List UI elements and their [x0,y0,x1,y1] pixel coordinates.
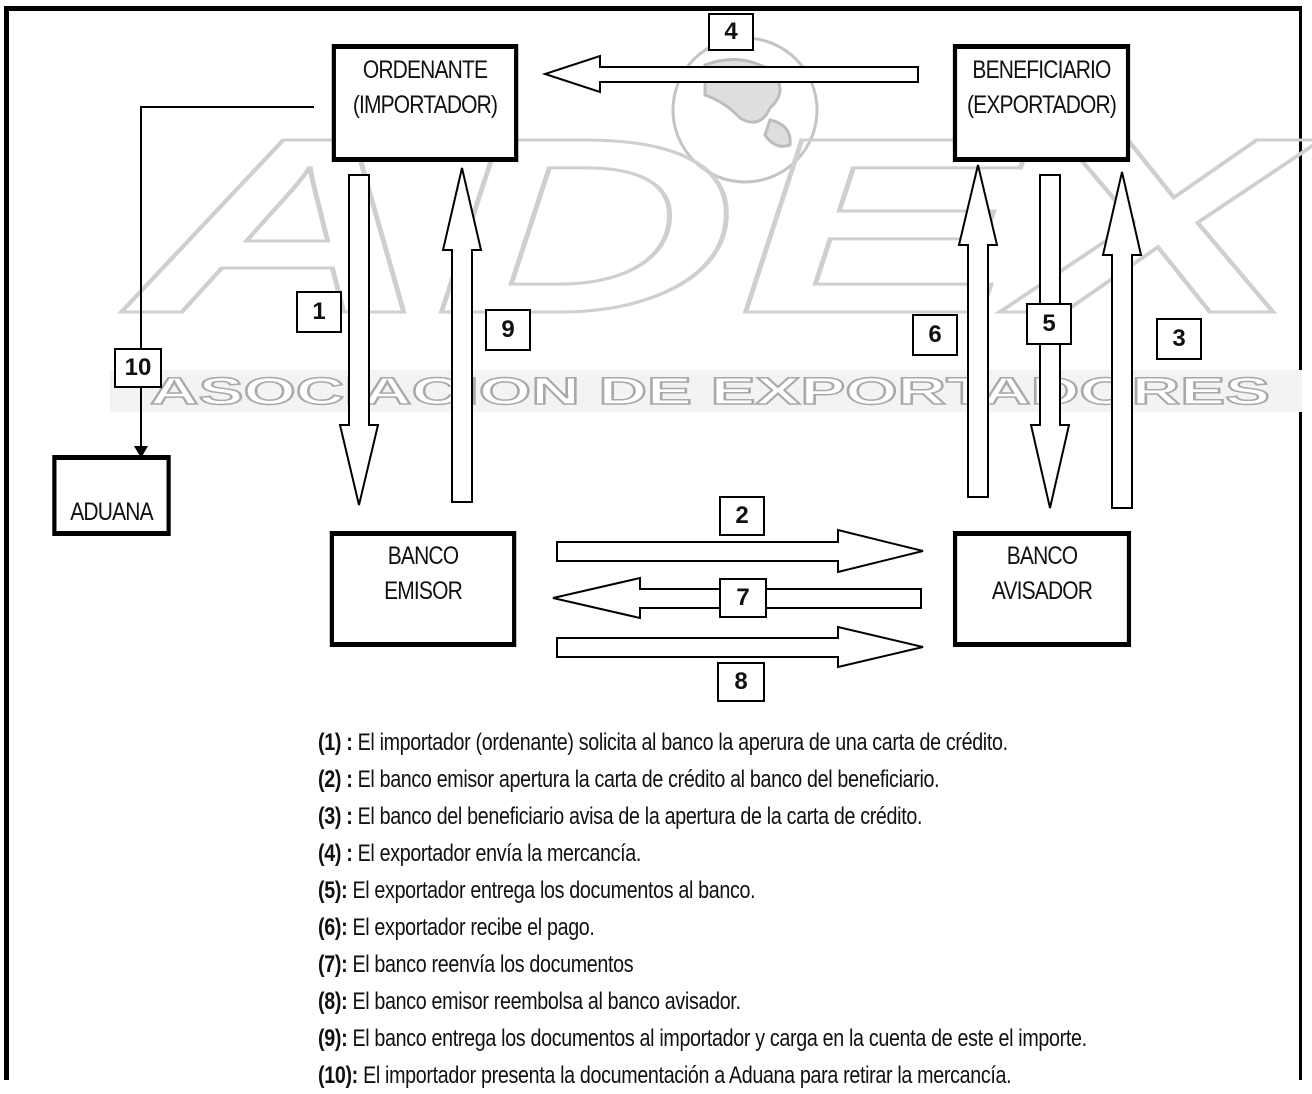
node-banco-avisador: BANCO AVISADOR [952,531,1132,647]
node-ordenante-line1: ORDENANTE [362,56,488,84]
legend-item: (7): El banco reenvía los documentos [318,951,634,978]
step-number-9: 9 [485,309,531,351]
legend-item: (4) : El exportador envía la mercancía. [318,840,642,867]
node-banco-avisador-line2: AVISADOR [991,577,1093,605]
node-aduana: ADUANA [52,455,171,536]
arrow-step-2 [556,528,924,574]
node-banco-emisor: BANCO EMISOR [329,531,517,647]
legend-item: (3) : El banco del beneficiario avisa de… [318,803,923,830]
step-number-4: 4 [708,13,754,51]
step-number-1: 1 [296,291,342,333]
node-ordenante: ORDENANTE (IMPORTADOR) [331,44,519,162]
arrow-step-1 [338,174,380,506]
node-beneficiario: BENEFICIARIO (EXPORTADOR) [952,44,1131,162]
node-banco-emisor-line2: EMISOR [384,577,463,605]
step-number-2: 2 [719,496,765,536]
watermark-tagline: ASOCIACION DE EXPORTADORES [150,371,1270,413]
node-aduana-label: ADUANA [70,498,153,526]
legend-item: (9): El banco entrega los documentos al … [318,1025,1087,1052]
node-beneficiario-line1: BENEFICIARIO [972,56,1111,84]
node-banco-emisor-line1: BANCO [387,542,459,570]
arrow-step-10 [140,106,314,448]
legend-item: (10): El importador presenta la document… [318,1062,1012,1089]
step-number-8: 8 [717,662,765,702]
legend-item: (1) : El importador (ordenante) solicita… [318,729,1008,756]
step-number-3: 3 [1156,318,1202,360]
step-number-5: 5 [1026,303,1072,345]
step-number-7: 7 [719,578,767,618]
arrow-step-9 [441,167,483,503]
arrow-step-4 [541,54,919,94]
node-beneficiario-line2: (EXPORTADOR) [967,91,1117,119]
arrow-step-8 [556,625,924,669]
step-number-6: 6 [912,314,958,356]
legend-item: (2) : El banco emisor apertura la carta … [318,766,940,793]
arrow-step-10-head [134,446,148,458]
legend-list: (1) : El importador (ordenante) solicita… [318,724,1087,1094]
node-banco-avisador-line1: BANCO [1006,542,1078,570]
arrow-step-3 [1101,171,1143,509]
legend-item: (5): El exportador entrega los documento… [318,877,756,904]
watermark-band [110,370,1302,412]
step-number-10: 10 [114,348,162,388]
legend-item: (8): El banco emisor reembolsa al banco … [318,988,741,1015]
legend-item: (6): El exportador recibe el pago. [318,914,595,941]
diagram-frame [4,6,1302,1080]
node-ordenante-line2: (IMPORTADOR) [352,91,498,119]
arrow-step-6 [957,164,999,498]
